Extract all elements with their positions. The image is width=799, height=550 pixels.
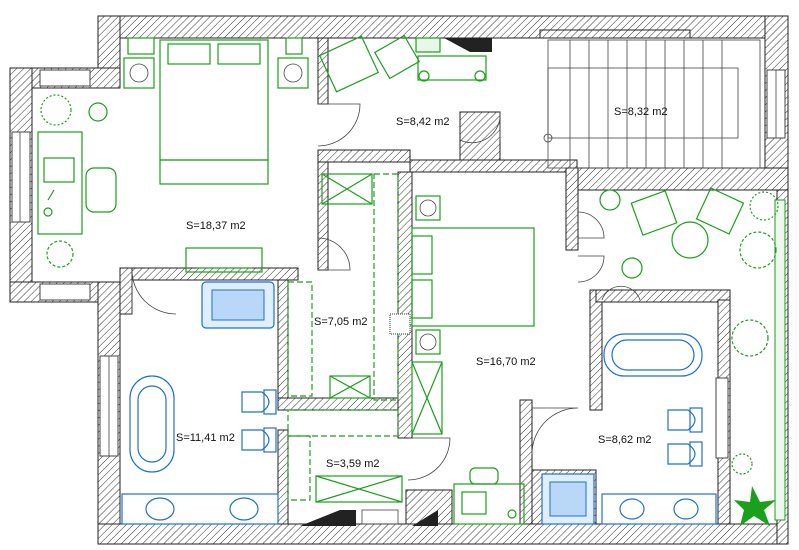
room-labels: S=18,37 m2 S=8,42 m2 S=8,32 m2 S=7,05 m2… — [176, 106, 668, 470]
terrace-furniture — [599, 187, 779, 526]
stairs-area: S=8,32 m2 — [614, 106, 668, 118]
bathroom-2-area: S=8,62 m2 — [598, 434, 652, 446]
staircase — [543, 39, 761, 169]
outer-walls — [9, 15, 789, 545]
bedroom-2-area: S=16,70 m2 — [476, 356, 536, 368]
hall-top-furniture — [318, 34, 492, 93]
wardrobe-furniture — [287, 173, 411, 401]
closet-furniture — [287, 409, 438, 526]
wardrobe-area: S=7,05 m2 — [314, 316, 368, 328]
bedroom-1-area: S=18,37 m2 — [186, 220, 246, 232]
hall-top-area: S=8,42 m2 — [396, 116, 450, 128]
closet-area: S=3,59 m2 — [326, 458, 380, 470]
windows — [11, 69, 786, 521]
bedroom-2-furniture — [411, 195, 535, 525]
bathroom-1-area: S=11,41 m2 — [176, 432, 235, 444]
interior-walls — [119, 29, 731, 525]
bathroom-2-fixtures — [541, 333, 717, 525]
bathroom-1-fixtures — [121, 281, 279, 525]
doors — [131, 103, 641, 481]
bedroom-1-furniture — [37, 37, 309, 273]
